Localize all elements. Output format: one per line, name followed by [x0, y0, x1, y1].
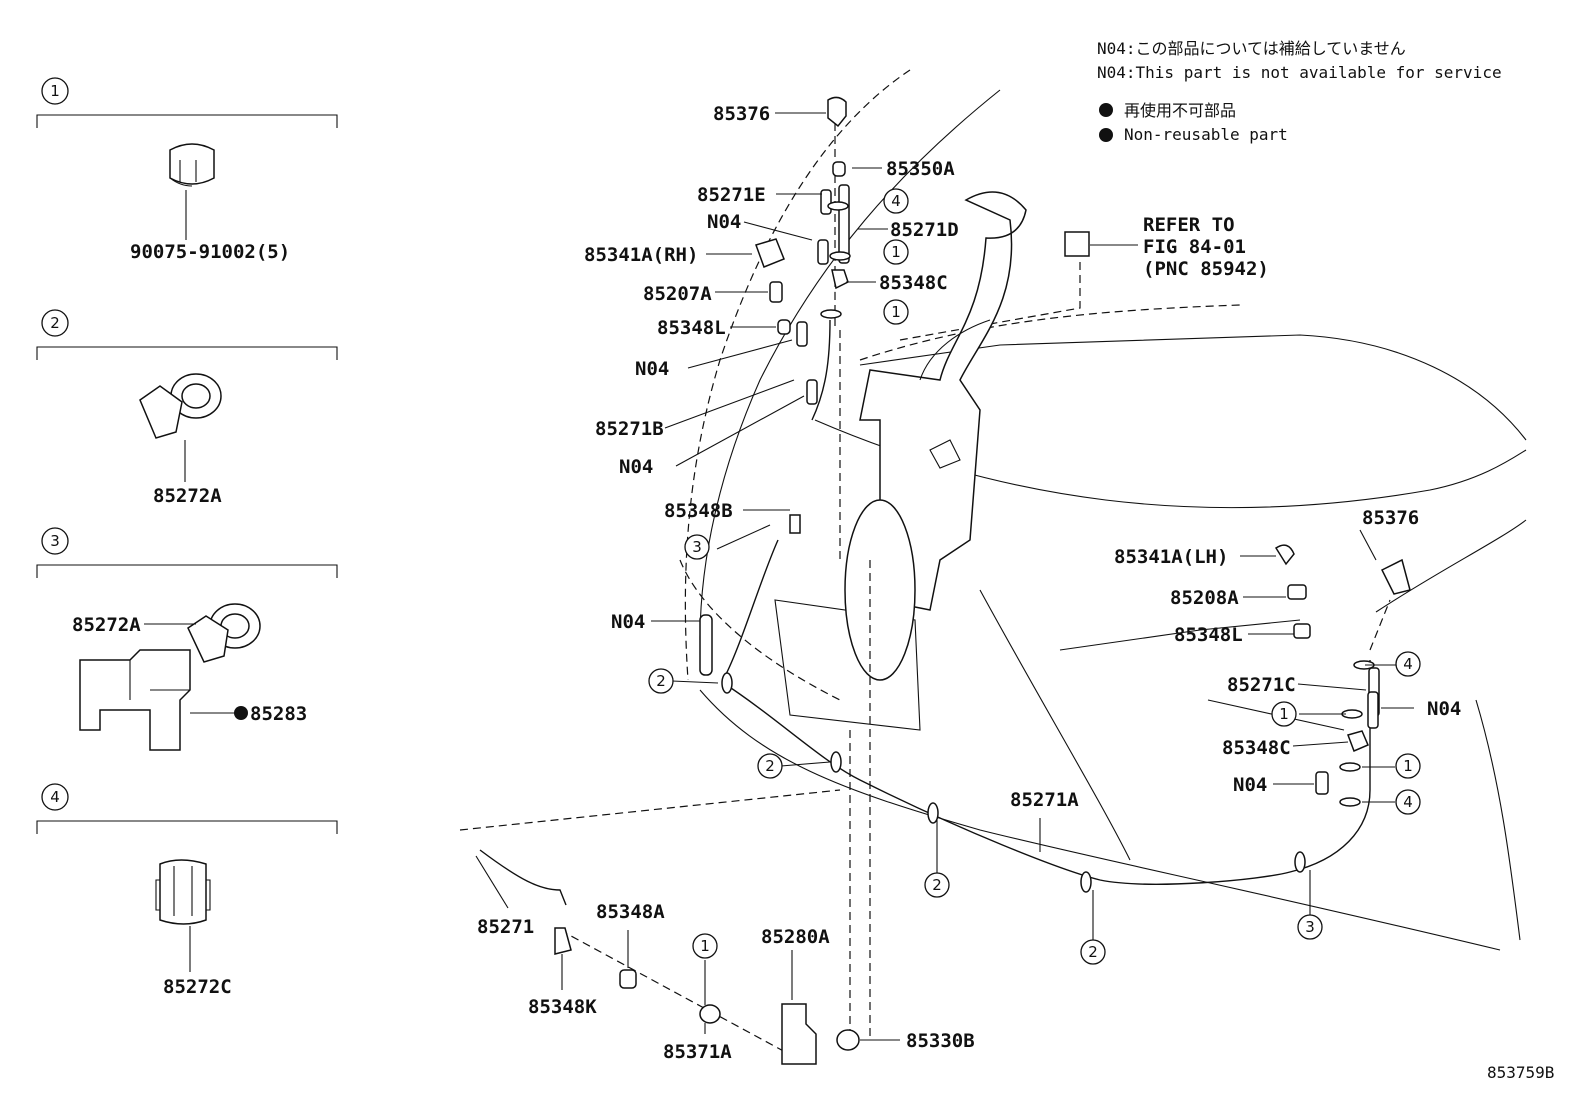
callout-1: 1 [1403, 757, 1413, 775]
note-n04-english: N04:This part is not available for servi… [1097, 63, 1502, 82]
label-85271a: 85271A [1010, 789, 1079, 811]
label-85208a: 85208A [1170, 587, 1239, 609]
label-n04-b: N04 [635, 358, 669, 380]
panel-1: 1 90075-91002(5) [36, 77, 338, 263]
callout-2: 2 [1088, 943, 1098, 961]
part-85283: 85283 [250, 703, 307, 725]
callout-4: 4 [891, 192, 901, 210]
label-n04-e: N04 [1427, 698, 1461, 720]
nozzle-85376-top-icon [827, 96, 847, 128]
label-85341a-rh: 85341A(RH) [584, 244, 698, 266]
label-85271d: 85271D [890, 219, 959, 241]
panel-1-number: 1 [50, 82, 60, 100]
part-85272a-panel3: 85272A [72, 614, 141, 636]
label-85271b: 85271B [595, 418, 664, 440]
part-labels: 85376 85350A 85271E 85271D N04 85341A(RH… [477, 103, 1461, 1063]
nozzle-85376-right-icon [1380, 558, 1411, 595]
label-85348c-top: 85348C [879, 272, 948, 294]
clip-85272c-icon [155, 859, 211, 925]
clip-90075-icon [169, 143, 215, 187]
non-reusable-legend-dot-en [1099, 128, 1113, 142]
panel-3-number: 3 [50, 532, 60, 550]
note-nonreusable-english: Non-reusable part [1124, 125, 1288, 144]
label-85371a: 85371A [663, 1041, 732, 1063]
pump-85280a-icon [781, 1003, 817, 1065]
notes-block: N04:この部品については補給していません N04:This part is n… [1097, 39, 1502, 144]
callout-2: 2 [765, 757, 775, 775]
callout-1: 1 [891, 303, 901, 321]
callout-1: 1 [700, 937, 710, 955]
panel-2-number: 2 [50, 314, 60, 332]
label-85348c-right: 85348C [1222, 737, 1291, 759]
refer-line-3: (PNC 85942) [1143, 258, 1269, 280]
label-85341a-lh: 85341A(LH) [1114, 546, 1228, 568]
label-85271: 85271 [477, 916, 534, 938]
connector-icon [1064, 231, 1090, 257]
label-85271c: 85271C [1227, 674, 1296, 696]
bracket-85283-icon [79, 649, 191, 751]
panel-2: 2 85272A [36, 309, 338, 507]
label-85330b: 85330B [906, 1030, 975, 1052]
callout-2: 2 [932, 876, 942, 894]
callout-3: 3 [1305, 918, 1315, 936]
label-85280a: 85280A [761, 926, 830, 948]
panel-3: 3 85272A 85283 [36, 527, 338, 751]
part-85272c: 85272C [163, 976, 232, 998]
panel-4: 4 85272C [36, 783, 338, 998]
clamp-85272a-icon [139, 373, 222, 439]
label-n04-a: N04 [707, 211, 741, 233]
callout-1: 1 [891, 243, 901, 261]
label-85348a: 85348A [596, 901, 665, 923]
label-n04-f: N04 [1233, 774, 1267, 796]
small-parts [479, 96, 1411, 1065]
label-85376-right: 85376 [1362, 507, 1419, 529]
label-85348l-right: 85348L [1174, 624, 1243, 646]
callout-4: 4 [1403, 793, 1413, 811]
refer-block: REFER TO FIG 84-01 (PNC 85942) [899, 214, 1269, 341]
label-85376-top: 85376 [713, 103, 770, 125]
connector-85350a-icon [832, 161, 846, 177]
note-n04-japanese: N04:この部品については補給していません [1097, 39, 1406, 58]
label-n04-c: N04 [619, 456, 653, 478]
part-85272a-panel2: 85272A [153, 485, 222, 507]
label-85350a: 85350A [886, 158, 955, 180]
clamp-85272a-small-icon [187, 603, 261, 663]
label-85207a: 85207A [643, 283, 712, 305]
callout-3: 3 [692, 538, 702, 556]
refer-line-2: FIG 84-01 [1143, 236, 1246, 258]
non-reusable-legend-dot [1099, 103, 1113, 117]
diagram-id: 853759B [1487, 1063, 1554, 1082]
hose-clamps [721, 201, 1375, 893]
note-nonreusable-japanese: 再使用不可部品 [1124, 101, 1236, 120]
callout-circles: 4 1 1 3 2 2 2 2 3 4 1 1 4 1 [648, 188, 1421, 965]
label-85348l-top: 85348L [657, 317, 726, 339]
label-85348b: 85348B [664, 500, 733, 522]
callout-4: 4 [1403, 655, 1413, 673]
callout-1: 1 [1279, 705, 1289, 723]
leader-lines [475, 112, 1414, 1041]
label-85348k: 85348K [528, 996, 597, 1018]
non-reusable-dot [234, 706, 248, 720]
label-n04-d: N04 [611, 611, 645, 633]
part-90075-91002: 90075-91002(5) [130, 241, 290, 263]
callout-2: 2 [656, 672, 666, 690]
washer-tank-icon [844, 191, 1027, 681]
panel-4-number: 4 [50, 788, 60, 806]
refer-line-1: REFER TO [1143, 214, 1235, 236]
label-85271e: 85271E [697, 184, 766, 206]
